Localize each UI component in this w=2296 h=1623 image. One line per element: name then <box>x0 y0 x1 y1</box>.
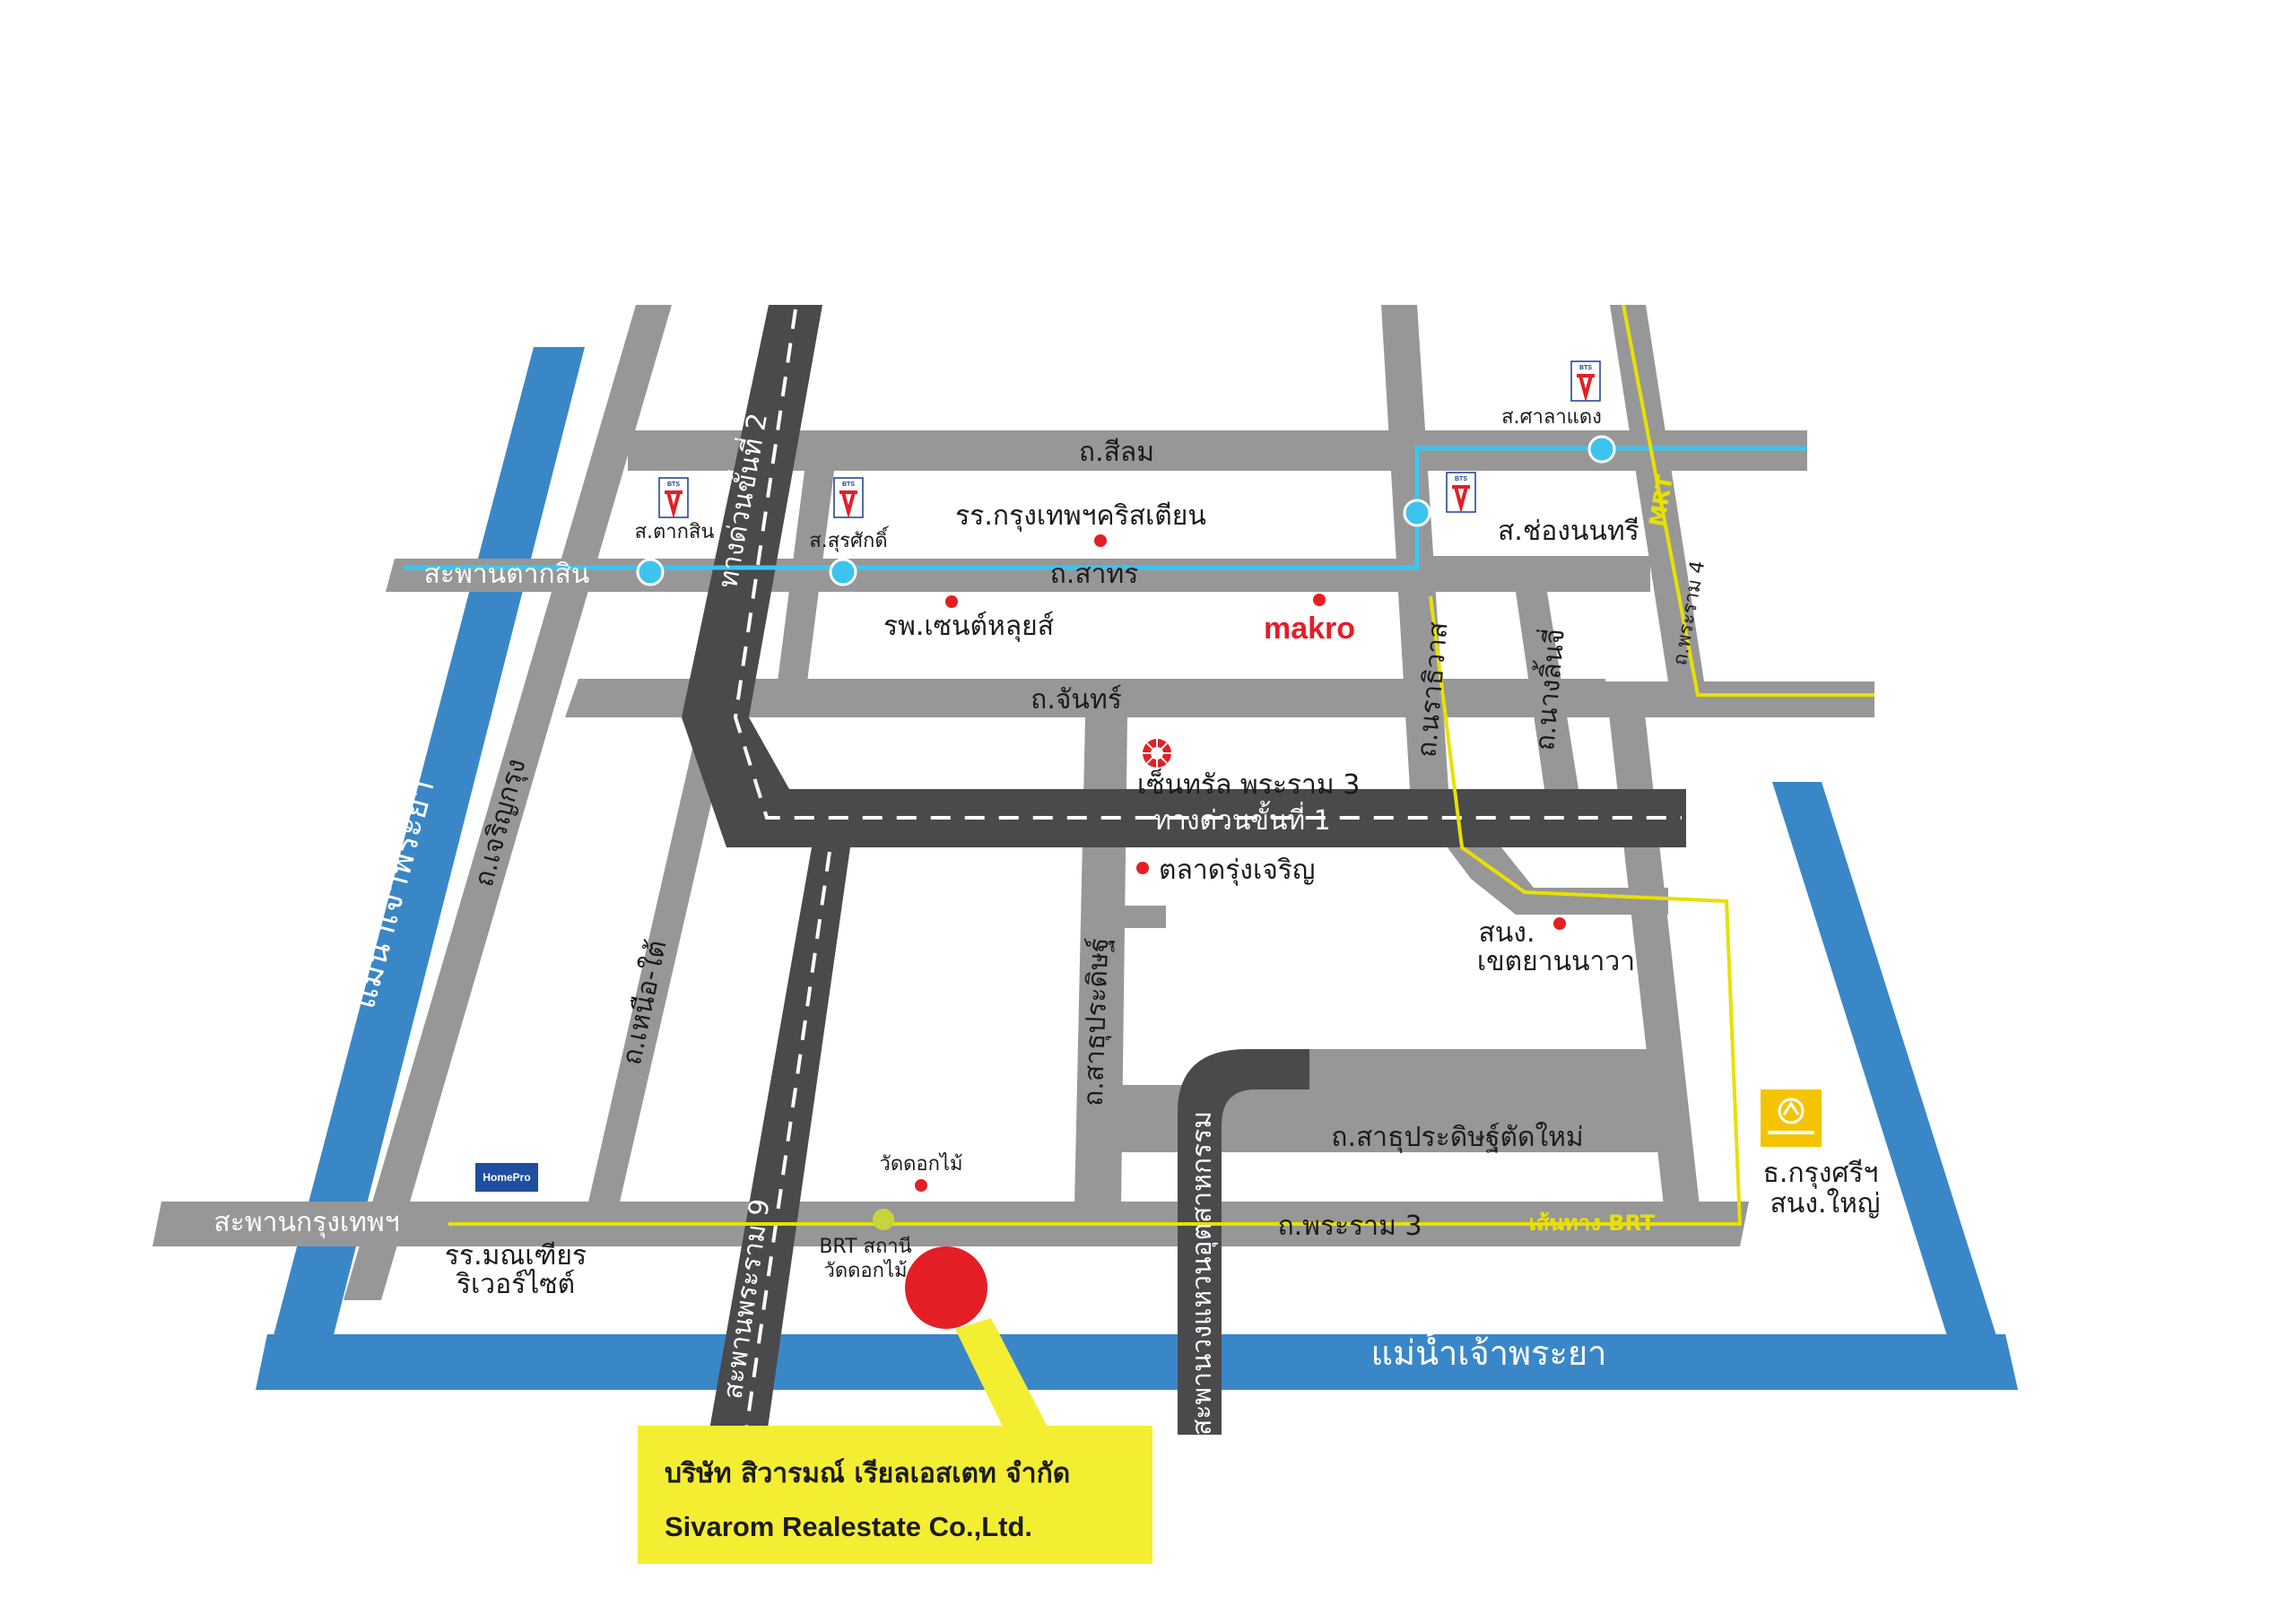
label-taksin-bridge: สะพานตากสิน <box>424 559 590 590</box>
label-rung-charoen: ตลาดรุ่งเจริญ <box>1159 855 1315 887</box>
marker-makro <box>1313 594 1326 606</box>
marker-bangkok-christian <box>1094 534 1107 547</box>
label-krungsri-1: ธ.กรุงศรีฯ <box>1763 1158 1879 1190</box>
label-sathupradit-new: ถ.สาธุประดิษฐ์ตัดใหม่ <box>1331 1122 1583 1154</box>
expressways <box>682 305 1686 1435</box>
krungsri-logo <box>1761 1089 1822 1147</box>
road-silom <box>628 430 1807 471</box>
label-brt-route: เส้นทาง BRT <box>1529 1211 1656 1236</box>
label-river-bottom: แม่น้ำเจ้าพระยา <box>1371 1328 1607 1373</box>
label-station-surasak: ส.สุรศักดิ์ <box>809 526 889 552</box>
label-brt-station-1: BRT สถานี <box>819 1236 911 1258</box>
road-mid-horizontal <box>1269 1049 1677 1085</box>
bts-logo-chong-nonsi: BTS <box>1446 472 1476 514</box>
road-industrial-ring-bridge <box>1178 1049 1309 1435</box>
road-nang-linchi <box>1516 592 1578 789</box>
label-expressway-1: ทางด่วนขั้นที่ 1 <box>1153 801 1331 837</box>
label-yannawa-1: สนง. <box>1478 917 1535 949</box>
label-brt-station-2: วัดดอกไม้ <box>823 1259 907 1282</box>
road-rama4 <box>1610 305 1704 681</box>
marker-saint-louis <box>945 595 958 608</box>
label-krungthep-bridge: สะพานกรุงเทพฯ <box>213 1207 399 1239</box>
brt-station-dot <box>873 1209 894 1230</box>
label-station-sala-daeng: ส.ศาลาแดง <box>1501 406 1602 429</box>
label-sathupradit: ถ.สาธุประดิษฐ์ <box>1078 937 1117 1107</box>
expressway-rama9 <box>709 847 850 1435</box>
road-nuea-tai <box>587 717 731 1206</box>
label-bangkok-christian: รร.กรุงเทพฯคริสเตียน <box>955 500 1206 533</box>
label-station-taksin: ส.ตากสิน <box>635 521 715 543</box>
road-chan <box>565 679 1605 717</box>
company-name-th: บริษัท สิวารมณ์ เรียลเอสเตท จำกัด <box>665 1458 1071 1489</box>
brt-line <box>448 304 1874 1226</box>
label-station-chong-nonsi: ส.ช่องนนทรี <box>1498 516 1639 547</box>
homepro-logo: HomePro <box>475 1163 538 1192</box>
callout-pointer <box>955 1318 1049 1430</box>
road-surasak <box>778 471 834 681</box>
company-callout: บริษัท สิวารมณ์ เรียลเอสเตท จำกัด Sivaro… <box>638 1426 1152 1564</box>
bts-logo-surasak: BTS <box>833 477 864 519</box>
label-silom: ถ.สีลม <box>1079 437 1154 468</box>
place-markers <box>915 534 1566 1192</box>
bts-stations <box>636 435 1616 586</box>
road-rama4-stub <box>1695 681 1874 717</box>
label-wat-dokmai: วัดดอกไม้ <box>879 1152 962 1176</box>
marker-rung-charoen <box>1136 862 1149 874</box>
label-rama3: ถ.พระราม 3 <box>1277 1211 1422 1242</box>
label-makro: makro <box>1264 612 1355 646</box>
central-logo-icon <box>1143 739 1171 768</box>
marker-yannawa-office <box>1553 917 1566 930</box>
svg-text:BTS: BTS <box>1579 365 1592 371</box>
label-krungsri-2: สนง.ใหญ่ <box>1770 1188 1881 1219</box>
label-saint-louis: รพ.เซนต์หลุยส์ <box>883 611 1054 643</box>
road-sathupradit-stub <box>1121 906 1166 928</box>
svg-text:HomePro: HomePro <box>483 1171 530 1184</box>
label-menam-2: ริเวอร์ไซต์ <box>456 1268 575 1300</box>
label-yannawa-2: เขตยานนาวา <box>1477 946 1635 977</box>
bts-logo-taksin: BTS <box>658 477 689 519</box>
label-charoen-krung: ถ.เจริญกรุง <box>468 755 534 890</box>
label-central-rama3: เซ็นทรัล พระราม 3 <box>1137 768 1360 801</box>
label-sathorn: ถ.สาทร <box>1050 559 1139 590</box>
property-location-marker <box>905 1246 987 1329</box>
label-chan: ถ.จันทร์ <box>1031 684 1122 716</box>
company-name-en: Sivarom Realestate Co.,Ltd. <box>665 1511 1033 1542</box>
svg-text:BTS: BTS <box>1455 476 1467 482</box>
river-chao-phraya <box>256 347 2018 1390</box>
road-sathupradit-new <box>1121 1085 1686 1152</box>
marker-wat-dokmai <box>915 1179 927 1192</box>
svg-text:BTS: BTS <box>667 482 680 488</box>
road-chong-nonsi <box>1426 556 1650 592</box>
svg-text:BTS: BTS <box>842 482 855 488</box>
road-charoen-krung <box>344 305 672 1300</box>
bts-logo-sala-daeng: BTS <box>1570 360 1601 403</box>
expressway-2 <box>682 305 822 847</box>
label-menam-1: รร.มณเฑียร <box>445 1240 587 1271</box>
label-industrial-ring-bridge: สะพานวงแหวนอุตสาหกรรม <box>1187 1111 1219 1436</box>
